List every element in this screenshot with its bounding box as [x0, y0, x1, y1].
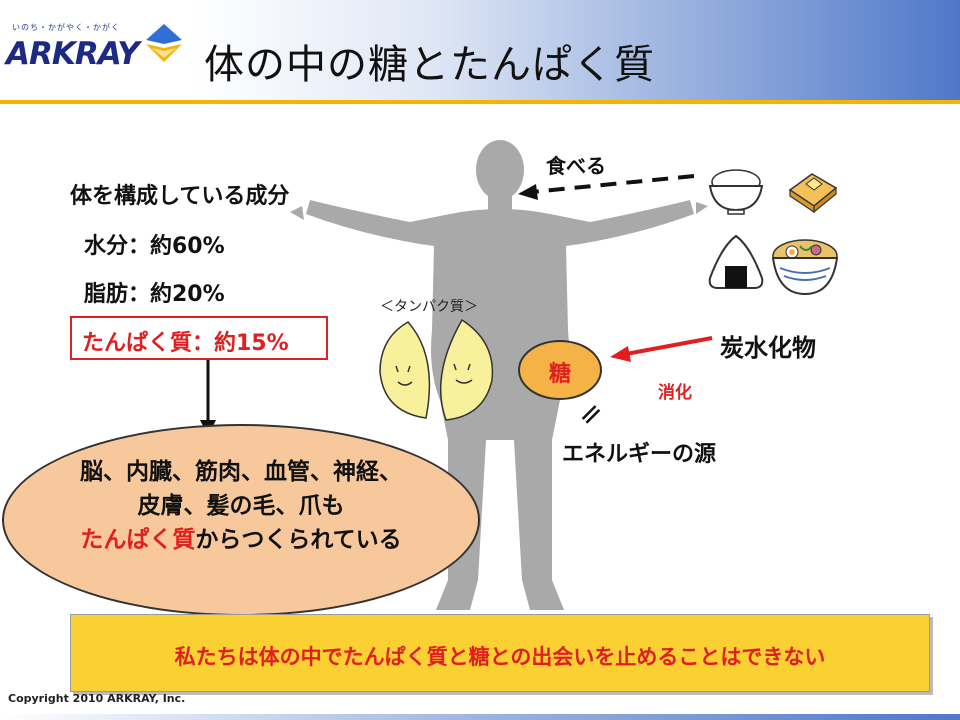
composition-item-fat: 脂肪：約20%: [84, 282, 225, 307]
ramen-bowl-icon: [771, 239, 839, 296]
ellipse-line-3-highlight: たんぱく質: [80, 527, 196, 553]
composition-heading: 体を構成している成分: [70, 184, 290, 209]
sugar-circle: 糖: [518, 340, 602, 400]
protein-characters-icon: [379, 318, 494, 421]
ellipse-line-3-rest: からつくられている: [195, 527, 402, 553]
rice-bowl-icon: [708, 169, 764, 215]
protein-diagram-label: ＜タンパク質＞: [380, 299, 478, 315]
ellipse-line-2: 皮膚、髪の毛、爪も: [137, 493, 345, 519]
digest-arrow-line: [625, 336, 713, 356]
human-silhouette: [290, 140, 708, 610]
digest-arrow-head-icon: [610, 346, 631, 362]
composition-item-water: 水分：約60%: [84, 234, 225, 259]
energy-source-label: エネルギーの源: [562, 442, 717, 467]
sugar-label: 糖: [548, 362, 571, 387]
copyright-text: Copyright 2010 ARKRAY, Inc.: [8, 692, 186, 705]
eat-dashed-arrow-line: [531, 174, 695, 194]
butter-toast-icon: [788, 173, 838, 214]
eat-arrow-head-icon: [518, 184, 538, 200]
conclusion-text: 私たちは体の中でたんぱく質と糖との出会いを止めることはできない: [174, 645, 826, 669]
arkray-mark-icon: [146, 24, 182, 62]
protein-highlight-text: たんぱく質：約15%: [82, 331, 289, 356]
carbohydrate-label: 炭水化物: [720, 334, 816, 362]
digestion-label: 消化: [658, 383, 692, 403]
conclusion-box: 私たちは体の中でたんぱく質と糖との出会いを止めることはできない: [70, 614, 930, 692]
footer-line: [0, 714, 960, 720]
logo-wordmark: ARKRAY: [6, 36, 140, 72]
arkray-logo: いのち・かがやく・かがく ARKRAY: [6, 22, 186, 82]
page-title: 体の中の糖とたんぱく質: [204, 42, 655, 88]
ellipse-line-3: たんぱく質からつくられている: [2, 520, 480, 554]
onigiri-icon: [708, 234, 764, 289]
ellipse-line-1: 脳、内臓、筋肉、血管、神経、: [80, 459, 402, 485]
eat-label: 食べる: [546, 154, 606, 178]
header-rule: [0, 100, 960, 104]
logo-tagline: いのち・かがやく・かがく: [12, 23, 120, 32]
protein-highlight-box: たんぱく質：約15%: [70, 316, 328, 360]
